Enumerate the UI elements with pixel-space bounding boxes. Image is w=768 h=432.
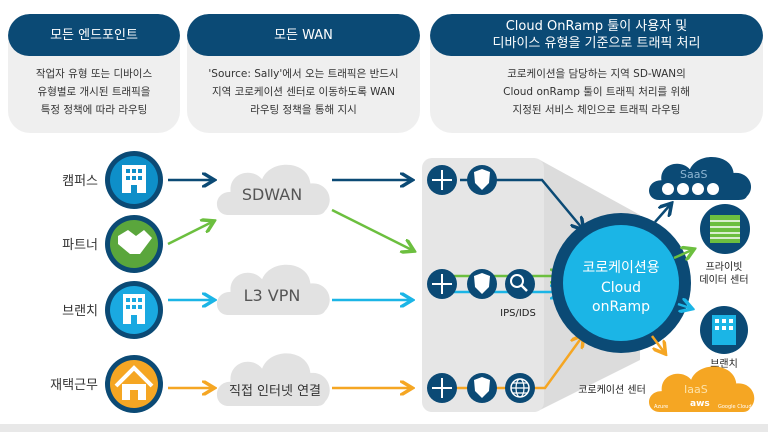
arrow-partner (167, 222, 212, 246)
card-text: 작업자 유형 또는 디바이스 (35, 68, 153, 80)
wan-label-internet: 직접 인터넷 연결 (229, 384, 321, 399)
building-icon (700, 306, 748, 354)
iaas-label: IaaS (684, 383, 708, 396)
search-icon (505, 269, 535, 299)
hub-label: Cloud (601, 280, 641, 296)
card-text: 코로케이션을 담당하는 지역 SD-WAN의 (507, 68, 686, 80)
ips-ids-label: IPS/IDS (500, 308, 536, 319)
building-icon (105, 281, 163, 339)
router-icon (427, 373, 457, 403)
card-title: 모든 WAN (187, 14, 420, 56)
endpoint-label-partner: 파트너 (62, 238, 98, 253)
arrow-to-branch (677, 304, 690, 308)
wan-label-l3vpn: L3 VPN (244, 286, 301, 305)
google-cloud-logo: Google Cloud (718, 404, 752, 410)
card-title-line: 모든 WAN (274, 27, 333, 43)
arrow-to-iaas (651, 335, 664, 352)
card-title: 모든 엔드포인트 (8, 14, 180, 56)
aws-logo: aws (690, 399, 710, 409)
card-text: 'Source: Sally'에서 오는 트래픽은 반드시 (208, 68, 399, 80)
saas-app-icons (662, 183, 719, 195)
shield-icon (467, 373, 497, 403)
card-text: 유형별로 개시된 트래픽을 (37, 86, 151, 98)
server-icon (700, 204, 750, 254)
card-text: Cloud onRamp 툴이 트래픽 처리를 위해 (503, 86, 690, 98)
shield-icon (467, 269, 497, 299)
azure-logo: Azure (654, 404, 668, 410)
globe-icon (505, 373, 535, 403)
endpoint-label-branch: 브랜치 (62, 304, 98, 319)
private-dc-label: 프라이빗 (706, 261, 743, 273)
arrow-sdwan-partner (331, 208, 412, 250)
arrow-to-saas (654, 205, 670, 223)
endpoint-label-campus: 캠퍼스 (62, 174, 98, 189)
card-text: 지정된 서비스 체인으로 트래픽 라우팅 (512, 104, 681, 116)
card-title-line: 모든 엔드포인트 (50, 27, 138, 43)
private-dc-label: 데이터 센터 (699, 274, 748, 286)
bottom-bar (0, 424, 768, 432)
house-icon (105, 355, 163, 413)
card-title-line: 디바이스 유형을 기준으로 트래픽 처리 (492, 36, 701, 51)
router-icon (427, 269, 457, 299)
router-icon (427, 165, 457, 195)
colo-center-label: 코로케이션 센터 (578, 384, 646, 396)
endpoint-label-home: 재택근무 (50, 378, 98, 393)
arrow-to-private-dc (673, 250, 692, 258)
hub-label: onRamp (592, 299, 650, 315)
card-text: 라우팅 정책을 통해 지시 (250, 104, 357, 116)
shield-icon (467, 165, 497, 195)
building-icon (105, 151, 163, 209)
card-text: 지역 코로케이션 센터로 이동하도록 WAN (211, 86, 396, 98)
handshake-icon (105, 215, 163, 273)
card-text: 특정 정책에 따라 라우팅 (40, 104, 148, 116)
card-title-line: Cloud OnRamp 툴이 사용자 및 (505, 19, 688, 34)
hub-circle (563, 225, 679, 341)
wan-label-sdwan: SDWAN (242, 185, 302, 204)
hub-label: 코로케이션용 (582, 260, 659, 276)
saas-label: SaaS (680, 168, 707, 181)
